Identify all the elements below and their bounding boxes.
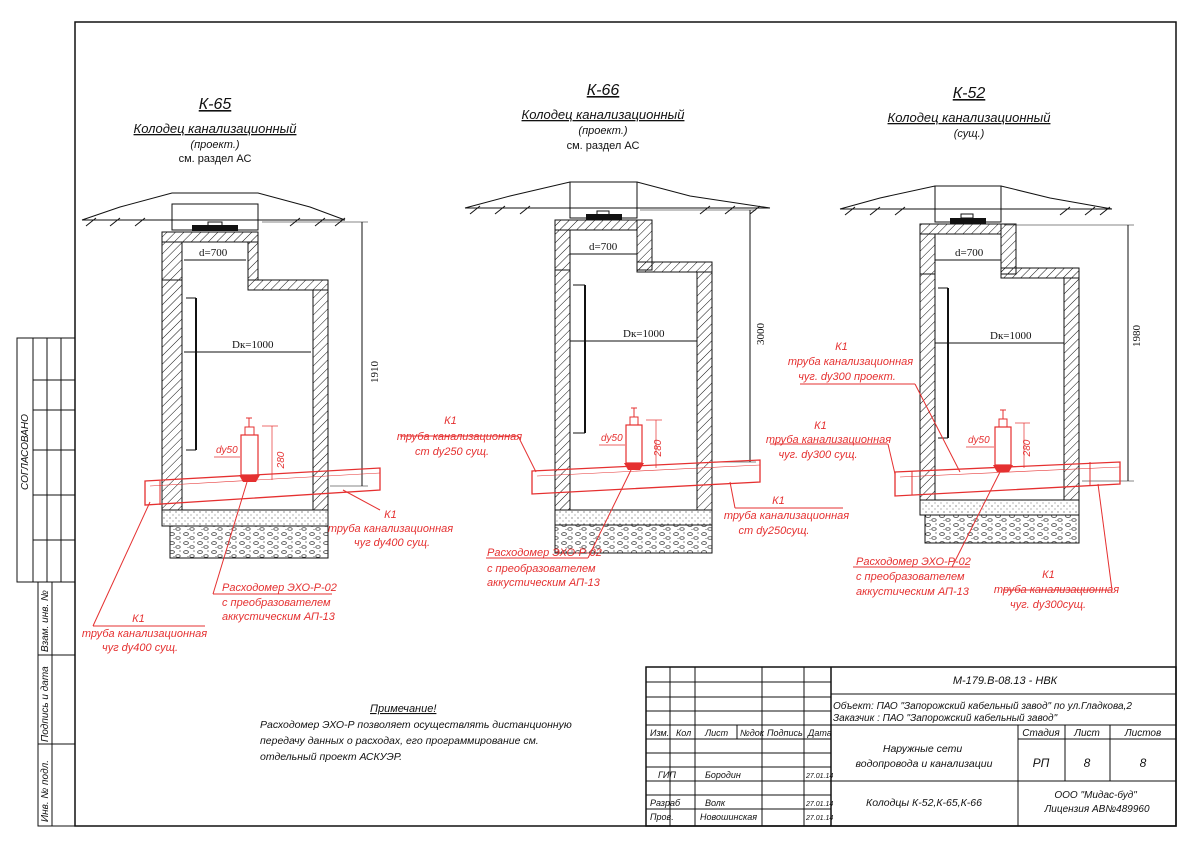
callout-pipe-right: К1 труба канализационная чуг dy400 сущ. bbox=[328, 509, 456, 549]
depth-label: 1980 bbox=[1131, 325, 1143, 348]
row-prov-date: 27.01.14 bbox=[805, 815, 833, 822]
drawing-name: Колодцы К-52,К-65,К-66 bbox=[866, 797, 982, 809]
well-line3: см. раздел АС bbox=[179, 153, 252, 165]
callout-flowmeter: Расходомер ЭХО-Р-02 с преобразователем а… bbox=[856, 556, 974, 598]
stamp-soglasovano: СОГЛАСОВАНО bbox=[20, 414, 31, 490]
well-line2: (проект.) bbox=[578, 125, 627, 137]
d-label: d=700 bbox=[199, 247, 228, 259]
d-label: d=700 bbox=[955, 247, 984, 259]
side-stamp: СОГЛАСОВАНО Взам. инв. № Подпись и дата … bbox=[16, 337, 76, 827]
sheet-value: 8 bbox=[1084, 756, 1091, 770]
well-k65: К-65 Колодец канализационный (проект.) с… bbox=[82, 96, 456, 654]
well-id: К-66 bbox=[587, 82, 620, 99]
org-name: ООО "Мидас-буд" Лицензия АВ№489960 bbox=[1043, 789, 1150, 815]
h-label: 280 bbox=[276, 451, 287, 469]
stage-value: РП bbox=[1033, 756, 1050, 770]
callout-pipe-left: К1 труба канализационная чуг dy400 сущ. bbox=[82, 613, 210, 654]
note: Примечание! Расходомер ЭХО-Р позволяет о… bbox=[260, 703, 575, 763]
well-id: К-65 bbox=[199, 96, 232, 113]
hdr-izm: Изм. bbox=[650, 728, 669, 738]
callout-pipe-left: К1 труба канализационная ст dy250 сущ. bbox=[397, 415, 525, 458]
hdr-data: Дата bbox=[807, 728, 832, 738]
well-k66: К-66 Колодец канализационный (проект.) с… bbox=[397, 82, 852, 589]
hdr-ndok: №док bbox=[740, 728, 765, 738]
callout-flowmeter: Расходомер ЭХО-Р-02 с преобразователем а… bbox=[222, 582, 340, 623]
sheet-hdr: Лист bbox=[1073, 728, 1100, 739]
well-k52: К-52 Колодец канализационный (сущ.) d=70… bbox=[766, 85, 1143, 611]
object-line: Объект: ПАО "Запорожский кабельный завод… bbox=[833, 700, 1132, 712]
well-title: Колодец канализационный bbox=[134, 121, 297, 136]
d-label: d=700 bbox=[589, 241, 618, 253]
stamp-podpis: Подпись и дата bbox=[40, 666, 51, 742]
row-razrab-date: 27.01.14 bbox=[805, 801, 833, 808]
callout-pipe-right: К1 труба канализационная ст dy250сущ. bbox=[724, 495, 852, 537]
dk-label: Dк=1000 bbox=[623, 328, 665, 340]
dk-label: Dк=1000 bbox=[232, 339, 274, 351]
section-name: Наружные сети водопровода и канализации bbox=[856, 743, 993, 770]
well-line2: (сущ.) bbox=[954, 128, 985, 140]
stamp-inv: Инв. № подл. bbox=[40, 760, 51, 822]
stage-hdr: Стадия bbox=[1022, 728, 1060, 739]
well-id: К-52 bbox=[953, 85, 986, 102]
row-prov-name: Новошинская bbox=[700, 812, 757, 822]
hdr-kol: Кол bbox=[676, 728, 691, 738]
well-line2: (проект.) bbox=[190, 139, 239, 151]
well-title: Колодец канализационный bbox=[522, 107, 685, 122]
dy-label: dy50 bbox=[216, 445, 238, 456]
sheets-value: 8 bbox=[1140, 756, 1147, 770]
callout-pipe-project: К1 труба канализационная чуг. dy300 прое… bbox=[788, 341, 916, 383]
depth-label: 3000 bbox=[755, 323, 767, 346]
row-prov-role: Пров. bbox=[650, 812, 674, 822]
title-block: М-179.В-08.13 - НВК Объект: ПАО "Запорож… bbox=[645, 666, 1177, 827]
note-title: Примечание! bbox=[370, 703, 436, 715]
row-razrab-name: Волк bbox=[705, 798, 726, 808]
note-body: Расходомер ЭХО-Р позволяет осуществлять … bbox=[260, 719, 575, 763]
well-title: Колодец канализационный bbox=[888, 110, 1051, 125]
doc-code: М-179.В-08.13 - НВК bbox=[953, 675, 1058, 687]
callout-flowmeter: Расходомер ЭХО-Р-02 с преобразователем а… bbox=[487, 547, 605, 589]
h-label: 280 bbox=[1022, 439, 1033, 457]
sheets-hdr: Листов bbox=[1124, 728, 1161, 739]
depth-label: 1910 bbox=[369, 361, 381, 384]
row-gip-role: ГИП bbox=[658, 770, 676, 780]
dk-label: Dк=1000 bbox=[990, 330, 1032, 342]
customer-line: Заказчик : ПАО "Запорожский кабельный за… bbox=[833, 712, 1058, 724]
row-gip-date: 27.01.14 bbox=[805, 773, 833, 780]
hdr-list: Лист bbox=[704, 728, 729, 738]
stamp-vzam: Взам. инв. № bbox=[40, 590, 51, 652]
hdr-podpis: Подпись bbox=[767, 728, 803, 738]
row-razrab-role: Разраб bbox=[650, 798, 681, 808]
dy-label: dy50 bbox=[968, 435, 990, 446]
callout-pipe-left: К1 труба канализационная чуг. dy300 сущ. bbox=[766, 420, 894, 461]
well-line3: см. раздел АС bbox=[567, 140, 640, 152]
callout-pipe-right: К1 труба канализационная чуг. dy300сущ. bbox=[994, 569, 1122, 611]
dy-label: dy50 bbox=[601, 433, 623, 444]
row-gip-name: Бородин bbox=[705, 770, 741, 780]
h-label: 280 bbox=[653, 439, 664, 457]
